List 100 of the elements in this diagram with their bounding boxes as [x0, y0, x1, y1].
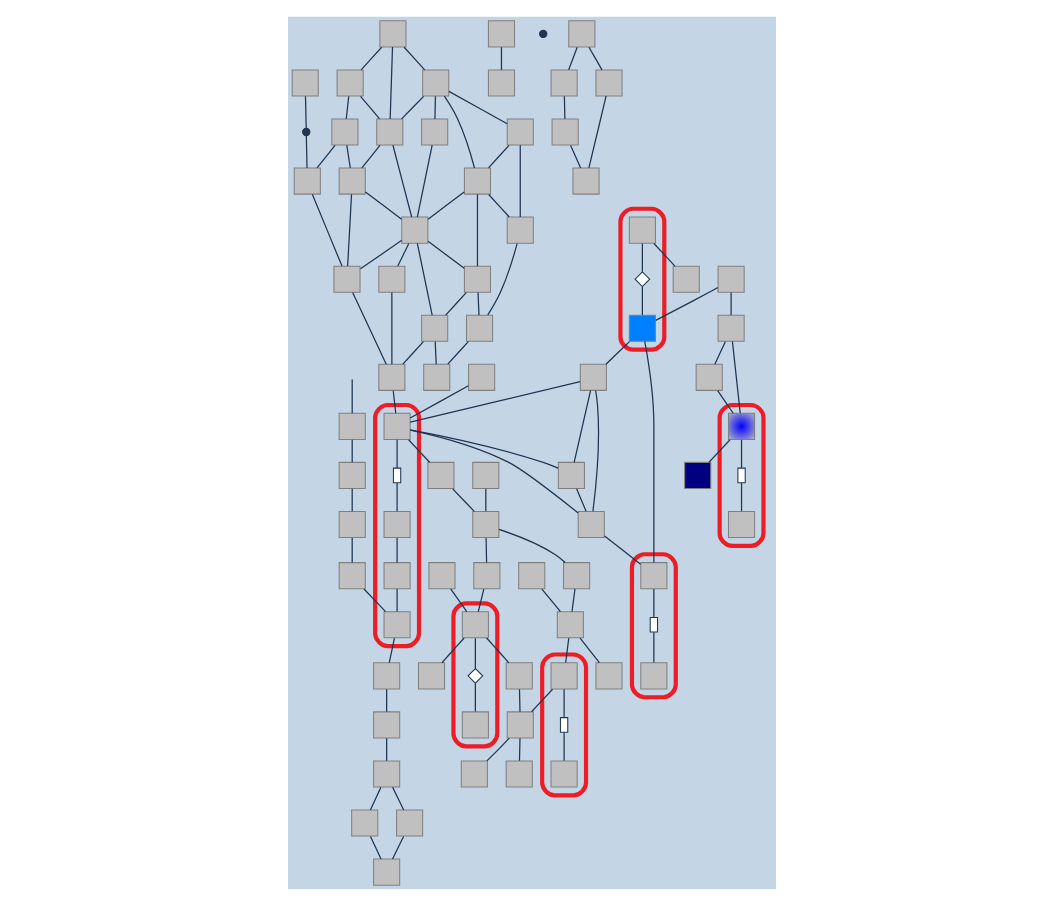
node-box	[293, 167, 321, 195]
connector	[588, 95, 607, 169]
connector	[396, 588, 398, 613]
connector	[400, 95, 425, 120]
node-diamond	[467, 667, 484, 684]
node-bar	[559, 717, 569, 733]
node-box	[672, 265, 700, 293]
node-box	[551, 118, 579, 146]
connector	[563, 688, 565, 719]
node-bar	[392, 467, 402, 484]
connector	[488, 193, 510, 218]
connector	[416, 242, 433, 316]
node-box	[373, 760, 401, 788]
connector	[477, 588, 485, 613]
node-box	[518, 562, 546, 590]
node-box	[383, 611, 411, 639]
node-box	[427, 461, 455, 489]
node-box	[717, 314, 745, 342]
node-box	[333, 265, 361, 293]
connector	[388, 637, 396, 664]
connector	[361, 144, 381, 169]
node-box	[487, 69, 516, 97]
node-box	[379, 20, 407, 48]
node-box	[373, 858, 401, 886]
node-box	[695, 363, 723, 391]
connector	[485, 637, 510, 664]
node-box	[628, 216, 656, 244]
connector	[416, 144, 433, 218]
node-box	[550, 662, 578, 690]
node-box	[472, 461, 500, 489]
connector	[452, 488, 475, 512]
node-box	[728, 510, 756, 539]
connector	[579, 637, 600, 664]
connector	[731, 340, 741, 414]
connector	[717, 390, 734, 414]
node-box	[378, 265, 406, 293]
node-box	[557, 461, 585, 489]
connector	[474, 682, 476, 713]
connector	[485, 488, 487, 512]
node-box	[421, 314, 449, 342]
connector	[592, 389, 600, 512]
node-box	[338, 412, 366, 440]
connector	[605, 341, 631, 365]
node-box	[291, 69, 319, 97]
node-bar	[737, 467, 746, 484]
connector	[653, 588, 655, 618]
connector	[485, 537, 488, 564]
cluster	[717, 402, 766, 548]
connector	[345, 95, 350, 120]
connector	[519, 144, 521, 218]
connector	[351, 537, 353, 564]
connector	[530, 688, 554, 713]
node-box	[428, 562, 456, 590]
node-box	[550, 69, 578, 97]
connector	[476, 193, 479, 267]
node-box	[461, 711, 489, 739]
connector	[641, 286, 643, 316]
connector	[397, 242, 410, 267]
connector	[434, 341, 437, 365]
connector	[311, 193, 343, 267]
connector	[347, 193, 353, 267]
node-box	[468, 363, 496, 391]
connector	[359, 239, 403, 270]
node-circle	[302, 127, 311, 137]
connector	[304, 95, 307, 129]
connector	[392, 144, 413, 218]
connector	[486, 737, 510, 762]
connector	[708, 439, 731, 463]
connector	[386, 737, 388, 762]
connector	[408, 439, 431, 463]
connector	[351, 439, 353, 463]
connector	[391, 835, 405, 860]
node-box	[556, 611, 584, 639]
node-box	[563, 562, 591, 590]
connector	[409, 385, 470, 419]
node-box	[550, 760, 578, 788]
cluster	[451, 601, 500, 749]
node-box	[401, 216, 429, 244]
connector	[474, 637, 476, 670]
connector	[359, 95, 381, 120]
connector	[363, 588, 387, 613]
node-box	[728, 412, 756, 440]
node-box	[506, 118, 534, 146]
connector	[500, 46, 503, 71]
node-box	[396, 809, 424, 837]
node-box	[373, 711, 401, 739]
connector	[641, 242, 643, 273]
connector	[386, 688, 388, 713]
connector	[403, 46, 426, 71]
connector	[352, 291, 387, 365]
connector	[346, 144, 351, 169]
node-box	[376, 118, 404, 146]
connector	[487, 144, 510, 169]
connector	[409, 429, 579, 514]
node-box	[460, 760, 488, 788]
connector	[448, 90, 508, 125]
connector	[570, 144, 582, 169]
connector	[445, 291, 467, 316]
connector	[427, 191, 465, 220]
connector	[409, 429, 559, 469]
